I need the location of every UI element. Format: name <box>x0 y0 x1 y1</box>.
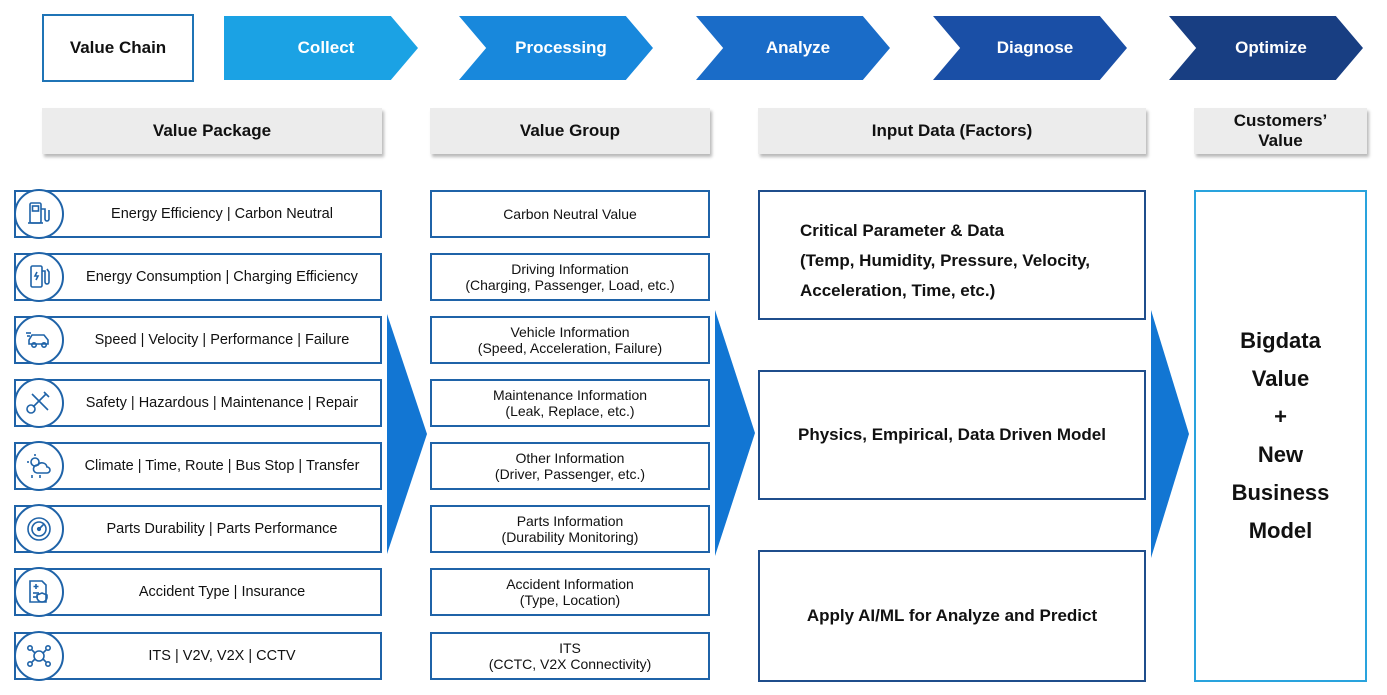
package-item: Climate | Time, Route | Bus Stop | Trans… <box>14 441 382 491</box>
package-item-label: Climate | Time, Route | Bus Stop | Trans… <box>84 458 360 474</box>
model-label: Physics, Empirical, Data Driven Model <box>797 425 1106 444</box>
group-item-line1: Maintenance Information <box>492 386 648 403</box>
group-item-line2: (Charging, Passenger, Load, etc.) <box>465 277 675 293</box>
header-customers-value: Customers’ Value <box>1194 108 1367 154</box>
group-item: Carbon Neutral Value <box>430 190 710 238</box>
package-item: Accident Type | Insurance <box>14 567 382 617</box>
group-item-line2: (Speed, Acceleration, Failure) <box>477 340 663 356</box>
group-item: Accident Information (Type, Location) <box>430 568 710 616</box>
customers-value-line: Value <box>1251 366 1310 391</box>
group-item-line1: Parts Information <box>516 512 624 529</box>
step-analyze-label: Analyze <box>765 38 831 57</box>
group-item-line1: Carbon Neutral Value <box>503 205 637 222</box>
group-item-line1: Accident Information <box>506 575 634 592</box>
critical-line1: Critical Parameter & Data <box>800 221 1005 240</box>
group-item-line2: (Type, Location) <box>519 592 621 608</box>
group-item: ITS (CCTC, V2X Connectivity) <box>430 632 710 680</box>
package-item-label: Energy Consumption | Charging Efficiency <box>86 269 358 285</box>
step-optimize: Optimize <box>1169 16 1363 80</box>
package-item: ITS | V2V, V2X | CCTV <box>14 631 382 681</box>
step-processing: Processing <box>459 16 653 80</box>
group-item-line2: (CCTC, V2X Connectivity) <box>488 656 652 672</box>
group-item-line1: Other Information <box>515 449 625 466</box>
ev-charger-icon <box>14 189 64 239</box>
group-item: Driving Information (Charging, Passenger… <box>430 253 710 301</box>
flow-arrow-2 <box>715 310 755 556</box>
header-value-group: Value Group <box>430 108 710 154</box>
package-item: Energy Efficiency | Carbon Neutral <box>14 189 382 239</box>
customers-value-line: Bigdata <box>1240 328 1321 353</box>
customers-value-line: + <box>1274 404 1287 429</box>
step-collect-label: Collect <box>297 38 355 57</box>
package-item: Parts Durability | Parts Performance <box>14 504 382 554</box>
customers-value-line: New <box>1257 442 1304 467</box>
critical-line3: Acceleration, Time, etc.) <box>800 281 996 300</box>
critical-parameter-box: Critical Parameter & Data (Temp, Humidit… <box>758 190 1146 320</box>
package-item-label: Speed | Velocity | Performance | Failure <box>94 332 350 348</box>
step-processing-label: Processing <box>515 38 607 57</box>
customers-value-box: Bigdata Value + New Business Model <box>1194 190 1367 682</box>
group-item-line2: (Durability Monitoring) <box>501 529 639 545</box>
package-item: Safety | Hazardous | Maintenance | Repai… <box>14 378 382 428</box>
package-item-label: Energy Efficiency | Carbon Neutral <box>111 206 333 222</box>
package-item: Energy Consumption | Charging Efficiency <box>14 252 382 302</box>
step-analyze: Analyze <box>696 16 890 80</box>
package-item-label: Accident Type | Insurance <box>138 584 306 600</box>
network-icon <box>14 631 64 681</box>
weather-icon <box>14 441 64 491</box>
ai-ml-label: Apply AI/ML for Analyze and Predict <box>806 606 1098 625</box>
insurance-icon <box>14 567 64 617</box>
group-item: Maintenance Information (Leak, Replace, … <box>430 379 710 427</box>
header-value-package: Value Package <box>42 108 382 154</box>
critical-line2: (Temp, Humidity, Pressure, Velocity, <box>800 251 1091 270</box>
package-item: Speed | Velocity | Performance | Failure <box>14 315 382 365</box>
header-customers-value-line2: Value <box>1258 131 1303 150</box>
step-diagnose-label: Diagnose <box>996 38 1074 57</box>
customers-value-line: Business <box>1231 480 1330 505</box>
flow-arrow-1 <box>387 314 427 554</box>
group-item-line1: ITS <box>559 639 581 656</box>
model-box: Physics, Empirical, Data Driven Model <box>758 370 1146 500</box>
group-item: Vehicle Information (Speed, Acceleration… <box>430 316 710 364</box>
group-item-line1: Vehicle Information <box>510 323 630 340</box>
fuel-pump-icon <box>14 252 64 302</box>
package-item-label: ITS | V2V, V2X | CCTV <box>148 648 296 664</box>
header-customers-value-line1: Customers’ <box>1233 111 1328 131</box>
group-item: Other Information (Driver, Passenger, et… <box>430 442 710 490</box>
value-chain-label: Value Chain <box>42 14 194 82</box>
car-speed-icon <box>14 315 64 365</box>
step-collect: Collect <box>224 16 418 80</box>
ai-ml-box: Apply AI/ML for Analyze and Predict <box>758 550 1146 682</box>
step-optimize-label: Optimize <box>1235 38 1307 57</box>
group-item: Parts Information (Durability Monitoring… <box>430 505 710 553</box>
gauge-icon <box>14 504 64 554</box>
package-item-label: Parts Durability | Parts Performance <box>106 521 338 537</box>
package-item-label: Safety | Hazardous | Maintenance | Repai… <box>85 395 359 411</box>
tools-icon <box>14 378 64 428</box>
header-input-data: Input Data (Factors) <box>758 108 1146 154</box>
customers-value-line: Model <box>1248 518 1313 543</box>
group-item-line2: (Leak, Replace, etc.) <box>505 403 635 419</box>
group-item-line2: (Driver, Passenger, etc.) <box>494 466 646 482</box>
step-diagnose: Diagnose <box>933 16 1127 80</box>
flow-arrow-3 <box>1151 310 1189 558</box>
group-item-line1: Driving Information <box>511 260 629 277</box>
